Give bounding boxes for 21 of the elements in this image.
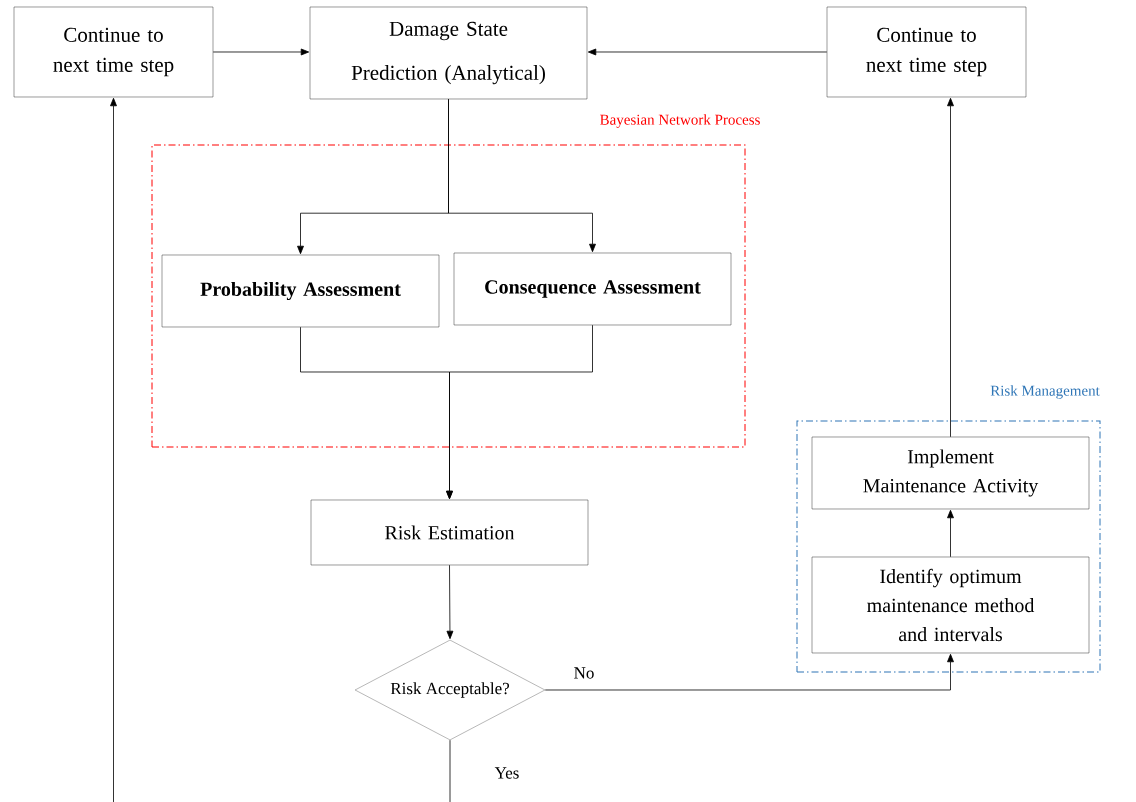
process-box: Identify optimum maintenance method and intervals (811, 556, 1090, 654)
arrow (544, 653, 954, 691)
process-box: Implement Maintenance Activity (811, 436, 1090, 510)
process-box: Probability Assessment (161, 254, 440, 328)
process-box: Consequence Assessment (453, 252, 732, 326)
process-box: Continue to next time step (826, 6, 1027, 98)
arrow (110, 97, 117, 802)
arrow (212, 48, 310, 56)
process-box: Continue to next time step (13, 6, 214, 98)
process-box: Risk Estimation (310, 499, 589, 566)
edge-label: Yes (493, 766, 521, 780)
group-heading: Risk Management (990, 385, 1100, 399)
arrow (448, 98, 596, 253)
arrow (446, 564, 454, 640)
group-heading: Bayesian Network Process (600, 114, 760, 128)
arrow (446, 324, 593, 500)
arrow (947, 509, 954, 558)
arrow (947, 97, 954, 438)
edge-label: No (572, 666, 596, 680)
process-box: Damage State Prediction (Analytical) (309, 6, 588, 100)
arrow (587, 48, 828, 56)
